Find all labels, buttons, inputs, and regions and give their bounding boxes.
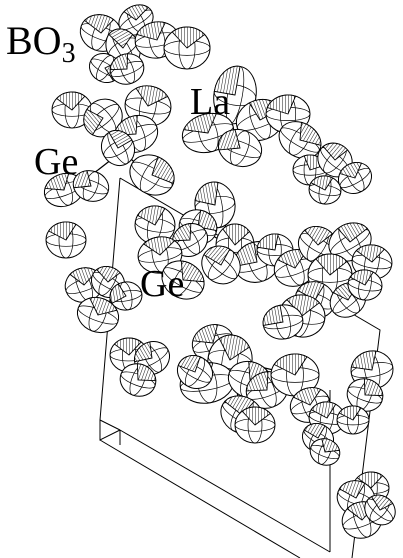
atom-ellipsoid — [109, 53, 145, 85]
atom-ellipsoid — [176, 354, 214, 390]
atom-ellipsoid — [72, 170, 110, 202]
atom-ellipsoid — [270, 353, 320, 397]
ge-label-middle: Ge — [140, 263, 184, 305]
atom-ellipsoid — [297, 225, 339, 265]
atom-ellipsoid — [346, 378, 384, 412]
atom-ellipsoid — [194, 181, 236, 229]
atom-ellipsoid — [201, 245, 241, 285]
atom-ellipsoid — [336, 405, 370, 435]
atom-ellipsoid — [76, 296, 120, 334]
bo3-label-main: BO — [6, 18, 62, 63]
atom-ellipsoid — [262, 304, 304, 340]
bo3-label: BO3 — [6, 18, 76, 69]
atom-ellipsoid — [119, 363, 157, 397]
atom-group — [43, 4, 396, 539]
atom-ellipsoid — [83, 98, 123, 138]
atom-ellipsoid — [51, 91, 93, 129]
atom-ellipsoid — [45, 221, 87, 259]
atom-ellipsoid — [109, 281, 143, 311]
atom-ellipsoid — [161, 260, 205, 300]
atom-ellipsoid — [337, 161, 373, 195]
atom-ellipsoid — [234, 406, 276, 444]
atom-ellipsoid — [278, 121, 322, 159]
la-label: La — [190, 81, 230, 123]
atom-ellipsoid — [129, 154, 175, 196]
atom-ellipsoid — [217, 128, 263, 168]
atom-ellipsoid — [347, 269, 383, 301]
ge-label-top: Ge — [34, 141, 78, 183]
atom-ellipsoid — [308, 175, 342, 205]
atom-ellipsoid — [100, 129, 136, 167]
atom-ellipsoid — [364, 494, 396, 526]
atom-ellipsoid — [309, 438, 341, 466]
bo3-label-subscript: 3 — [62, 38, 76, 69]
atom-ellipsoid — [163, 26, 211, 70]
